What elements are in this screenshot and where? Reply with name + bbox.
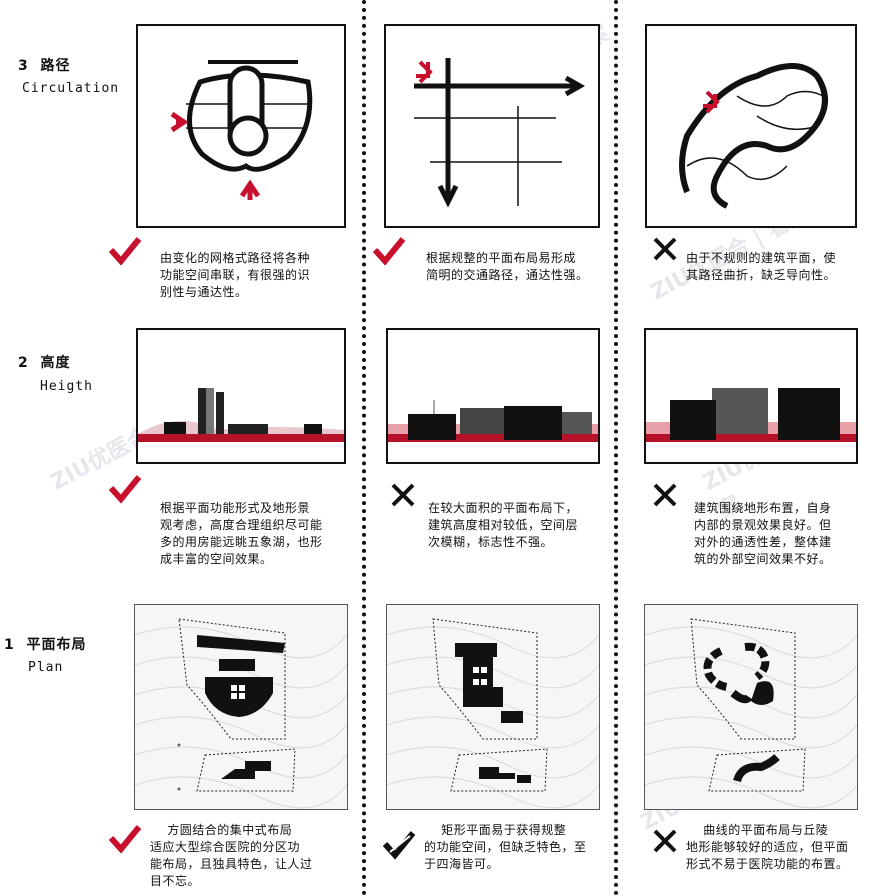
- check-icon: [372, 237, 406, 266]
- row-title: 高度: [40, 355, 71, 371]
- column-divider-2: [614, 0, 618, 896]
- height-description-3: 建筑围绕地形布置，自身 内部的景观效果良好。但 对外的通透性差，整体建 筑的外部…: [694, 501, 832, 566]
- row-height-subtitle: Heigth: [40, 379, 93, 394]
- height-diagram-1: [136, 328, 346, 464]
- plan-diagram-2: [386, 604, 600, 810]
- height-diagram-2: [386, 328, 600, 464]
- cross-icon: [653, 237, 677, 261]
- row-title: 平面布局: [26, 637, 87, 653]
- circulation-diagram-3: [645, 24, 857, 228]
- column-divider-1: [362, 0, 366, 896]
- row-title: 路径: [40, 58, 71, 74]
- plan-diagram-3: [644, 604, 858, 810]
- row-number: 2: [18, 355, 29, 371]
- circulation-diagram-2: [384, 24, 600, 228]
- height-diagram-3: [644, 328, 858, 464]
- height-description-1: 根据平面功能形式及地形景 观考虑，高度合理组织尽可能 多的用房能远眺五象湖，也形…: [160, 501, 323, 566]
- check-icon: [108, 825, 142, 854]
- row-circulation-subtitle: Circulation: [22, 81, 120, 96]
- row-plan-title: 1 平面布局: [4, 634, 87, 654]
- half-check-icon: [382, 831, 416, 860]
- circulation-description-3: 由于不规则的建筑平面，使 其路径曲折，缺乏导向性。: [686, 251, 837, 282]
- height-description-2: 在较大面积的平面布局下， 建筑高度相对较低，空间层 次模糊，标志性不强。: [428, 501, 579, 549]
- row-circulation-title: 3 路径: [18, 55, 71, 75]
- cross-icon: [653, 483, 677, 507]
- plan-description-1: 方圆结合的集中式布局 适应大型综合医院的分区功 能布局，且独具特色，让人过 目不…: [150, 823, 313, 888]
- row-height-title: 2 高度: [18, 352, 71, 372]
- plan-diagram-1: [134, 604, 348, 810]
- cross-icon: [653, 829, 677, 853]
- plan-description-2: 矩形平面易于获得规整 的功能空间，但缺乏特色，至 于四海皆可。: [424, 823, 587, 871]
- cross-icon: [391, 483, 415, 507]
- check-icon: [108, 475, 142, 504]
- circulation-diagram-1: [136, 24, 346, 228]
- circulation-description-1: 由变化的网格式路径将各种 功能空间串联，有很强的识 别性与通达性。: [160, 251, 311, 299]
- row-plan-subtitle: Plan: [28, 660, 64, 675]
- check-icon: [108, 237, 142, 266]
- row-number: 1: [4, 637, 15, 653]
- row-number: 3: [18, 58, 29, 74]
- plan-description-3: 曲线的平面布局与丘陵 地形能够较好的适应，但平面 形式不易于医院功能的布置。: [686, 823, 849, 871]
- circulation-description-2: 根据规整的平面布局易形成 简明的交通路径，通达性强。: [426, 251, 589, 282]
